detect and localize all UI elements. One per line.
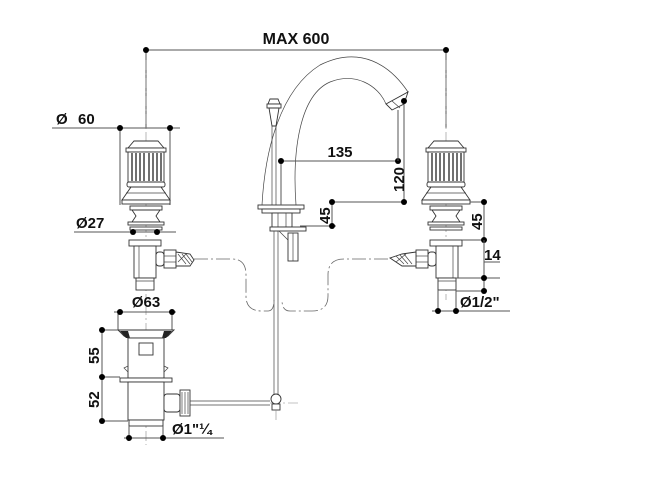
inlet-thread-label: Ø1/2" [460,294,500,311]
diameter-symbol: Ø [56,111,68,128]
waste-thread-label: Ø1"¼ [172,421,213,438]
right-handle-valve: 45 14 Ø1/2" [388,60,510,314]
waste-lower-height-label: 52 [86,391,103,408]
center-spout: 135 120 45 [257,56,409,400]
handle-diameter-label: 60 [78,111,95,128]
hoses [194,258,388,312]
spout-height-label: 120 [391,167,408,192]
shank-diameter-label: Ø27 [76,215,104,232]
waste-upper-height-label: 55 [86,347,103,364]
spout-reach-label: 135 [327,144,352,161]
left-handle-valve: Ø 60 Ø27 [52,60,195,300]
body-height-center-label: 45 [317,207,334,224]
waste-diameter-label: Ø63 [132,294,160,311]
body-height-right-label: 45 [469,213,486,230]
popup-waste: Ø63 55 52 [86,294,300,445]
connector-height-label: 14 [484,247,501,264]
max-width-label: MAX 600 [263,31,330,48]
max-width-dimension: MAX 600 [143,31,449,128]
